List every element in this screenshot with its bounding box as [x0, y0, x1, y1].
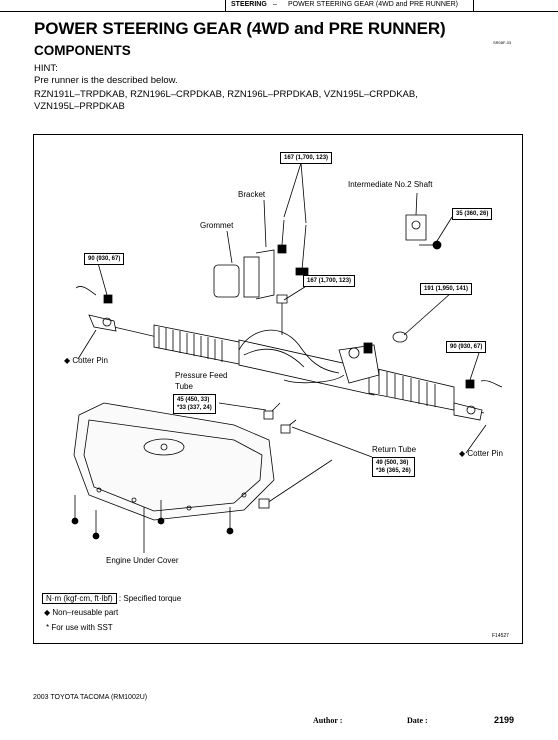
return-tube-label: Return Tube	[372, 445, 417, 454]
torque-spec: 35 (360, 26)	[452, 208, 493, 220]
torque-value: 45 (450, 33)	[177, 397, 210, 403]
footer-model: 2003 TOYOTA TACOMA (RM1002U)	[33, 694, 148, 701]
model-codes-cont: VZN195L–PRPDKAB	[34, 101, 125, 112]
components-diagram: 167 (1,700, 123) 35 (360, 26) 90 (930, 6…	[33, 134, 523, 644]
leader-lines	[77, 162, 487, 553]
torque-value-sst: *36 (365, 26)	[376, 468, 411, 474]
nonreusable-mark: ◆	[459, 449, 468, 458]
unit-description: : Specified torque	[118, 594, 182, 603]
unit-box: N·m (kgf·cm, ft·lbf)	[42, 593, 117, 604]
torque-spec: 167 (1,700, 123)	[280, 152, 333, 164]
header-rule	[0, 11, 558, 12]
cotter-pin-right-label: ◆ Cotter Pin	[459, 449, 503, 458]
cotter-pin-text: Cotter Pin	[467, 449, 503, 458]
header-subtitle: POWER STEERING GEAR (4WD and PRE RUNNER)	[288, 1, 458, 8]
torque-spec: 90 (930, 67)	[446, 341, 487, 353]
grommet-label: Grommet	[200, 221, 234, 230]
diagram-illustration	[71, 162, 503, 553]
nonreusable-mark: ◆	[64, 356, 73, 365]
engine-under-cover-illustration	[71, 402, 275, 540]
model-codes: RZN191L–TRPDKAB, RZN196L–CRPDKAB, RZN196…	[34, 89, 418, 100]
figure-id: F14527	[492, 633, 509, 639]
torque-spec-return-tube: 49 (500, 36) *36 (365, 26)	[372, 457, 415, 477]
pressure-feed-tube-label-2: Tube	[175, 382, 193, 391]
torque-spec: 191 (1,950, 141)	[420, 283, 473, 295]
torque-spec-pressure-feed: 45 (450, 33) *33 (337, 24)	[173, 394, 216, 414]
author-label: Author :	[313, 716, 343, 725]
header-section: STEERING	[231, 1, 267, 8]
section-heading: COMPONENTS	[34, 43, 131, 58]
doc-code: SR08F-03	[493, 40, 512, 45]
hint-text: Pre runner is the described below.	[34, 75, 178, 86]
torque-spec: 90 (930, 67)	[84, 253, 125, 265]
diamond-icon: ◆	[44, 608, 53, 617]
header-divider	[473, 0, 474, 11]
hint-label: HINT:	[34, 63, 58, 74]
torque-value-sst: *33 (337, 24)	[177, 405, 212, 411]
torque-legend: N·m (kgf·cm, ft·lbf) : Specified torque	[42, 593, 182, 604]
cotter-pin-text: Cotter Pin	[72, 356, 108, 365]
page-title: POWER STEERING GEAR (4WD and PRE RUNNER)	[34, 19, 446, 38]
steering-rack-illustration	[75, 214, 503, 509]
pressure-feed-tube-label: Pressure Feed	[175, 371, 228, 380]
running-header: STEERING – POWER STEERING GEAR (4WD and …	[0, 0, 558, 12]
bracket-label: Bracket	[238, 190, 266, 199]
page-number: 2199	[494, 715, 515, 725]
cotter-pin-left-label: ◆ Cotter Pin	[64, 356, 108, 365]
nonreusable-legend: ◆ Non–reusable part	[44, 608, 118, 617]
torque-spec: 167 (1,700, 123)	[303, 275, 356, 287]
header-dash: –	[273, 1, 277, 8]
engine-under-cover-label: Engine Under Cover	[106, 556, 179, 565]
torque-value: 49 (500, 36)	[376, 460, 409, 466]
date-label: Date :	[407, 716, 428, 725]
sst-legend: * For use with SST	[46, 623, 113, 632]
nonreusable-text: Non–reusable part	[52, 608, 119, 617]
intermediate-shaft-label: Intermediate No.2 Shaft	[348, 180, 433, 189]
header-divider	[225, 0, 226, 11]
